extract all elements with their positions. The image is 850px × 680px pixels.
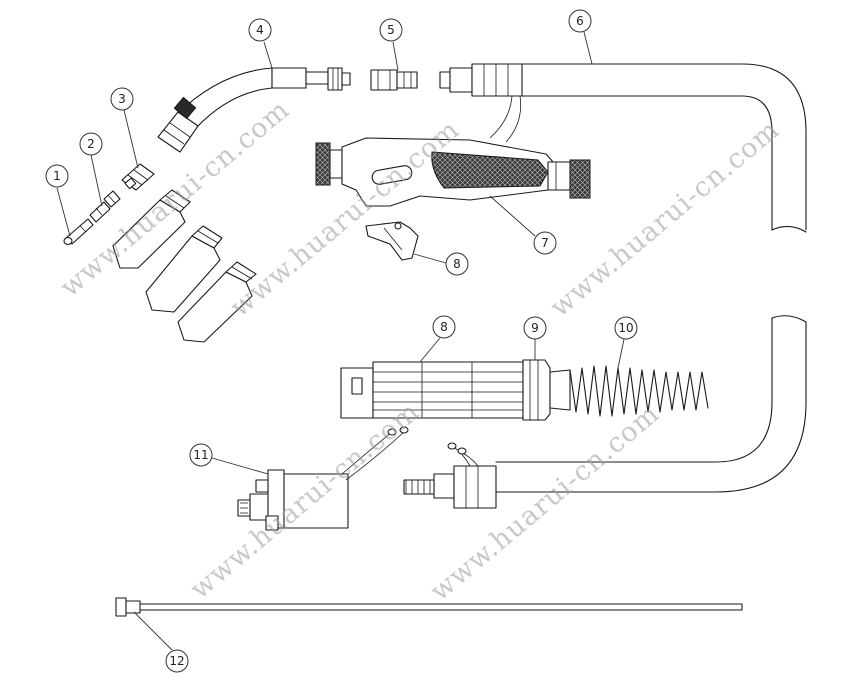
callout-2: 2	[79, 132, 103, 207]
callout-10: 10	[614, 316, 638, 369]
callout-label: 1	[53, 169, 61, 183]
callout-label: 4	[256, 23, 264, 37]
neck-adaptor	[370, 69, 418, 91]
callout-9: 9	[523, 316, 547, 360]
callout-8-sleeve: 8	[419, 315, 456, 363]
handle-sleeve	[340, 361, 524, 419]
callout-label: 8	[440, 320, 448, 334]
callout-label: 12	[169, 654, 184, 668]
callout-label: 11	[193, 448, 208, 462]
callout-label: 6	[576, 14, 584, 28]
callout-5: 5	[379, 18, 403, 71]
callout-6: 6	[568, 9, 593, 65]
callout-label: 8	[453, 257, 461, 271]
watermark-layer: www.huarui-cn.com www.huarui-cn.com www.…	[55, 94, 786, 607]
cable-assembly-lower	[403, 315, 807, 509]
liner	[115, 597, 743, 617]
trigger	[365, 221, 419, 261]
callout-11: 11	[189, 443, 269, 475]
contact-tip	[63, 218, 94, 246]
callout-3: 3	[110, 87, 139, 169]
cable-support-nut	[522, 359, 551, 421]
nozzle-long	[177, 261, 257, 343]
callout-12: 12	[133, 611, 189, 673]
watermark-text: www.huarui-cn.com	[185, 396, 426, 605]
callout-label: 3	[118, 92, 126, 106]
swan-neck	[157, 67, 351, 153]
strain-relief-spring	[549, 365, 709, 417]
callout-label: 9	[531, 321, 539, 335]
callout-label: 10	[618, 321, 633, 335]
torch-handle	[315, 137, 591, 207]
callout-4: 4	[248, 18, 273, 69]
nozzle-medium	[145, 225, 223, 313]
nozzle-short	[112, 189, 191, 269]
callout-label: 5	[387, 23, 395, 37]
callout-8-trigger: 8	[413, 252, 469, 276]
callout-1: 1	[45, 164, 71, 237]
microswitch	[237, 426, 409, 531]
tip-holder	[89, 190, 121, 223]
cable-assembly-upper	[439, 63, 807, 233]
gas-diffuser	[121, 163, 155, 191]
callout-label: 2	[87, 137, 95, 151]
callout-7: 7	[489, 195, 557, 255]
callout-label: 7	[541, 236, 549, 250]
watermark-text: www.huarui-cn.com	[545, 114, 786, 323]
